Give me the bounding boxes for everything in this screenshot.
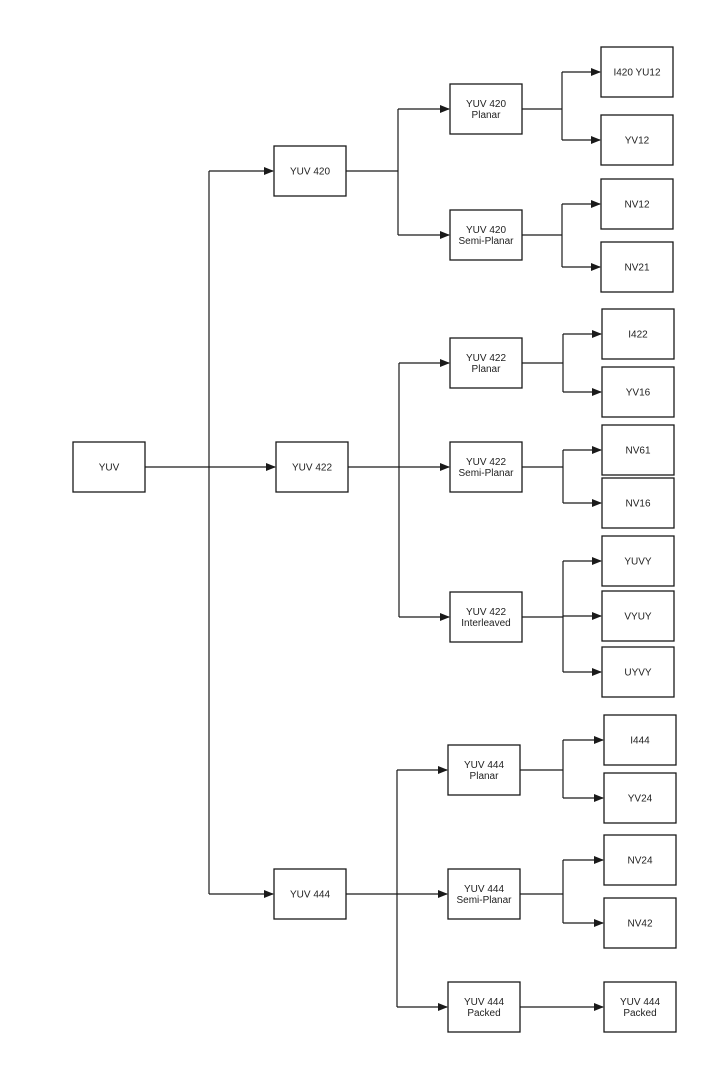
- node-nv24: NV24: [603, 834, 677, 886]
- node-label: YUV 444: [290, 890, 330, 901]
- node-label: Semi-Planar: [458, 468, 514, 479]
- node-yv12: YV12: [600, 114, 674, 166]
- node-label: YUV: [99, 463, 120, 474]
- node-label: YUV 444: [464, 760, 504, 771]
- node-vyuy: VYUY: [601, 590, 675, 642]
- node-label: Planar: [472, 110, 502, 121]
- node-box: [600, 114, 674, 166]
- node-label: NV24: [627, 856, 652, 867]
- node-box: [447, 981, 521, 1033]
- node-label: NV21: [624, 263, 649, 274]
- node-label: YUV 444: [620, 997, 660, 1008]
- node-label: Interleaved: [461, 618, 510, 629]
- node-label: YUV 444: [464, 884, 504, 895]
- node-label: YUV 422: [466, 457, 506, 468]
- node-label: UYVY: [624, 668, 652, 679]
- node-label: YUV 422: [466, 353, 506, 364]
- node-label: YV12: [625, 136, 650, 147]
- node-label: YUV 422: [466, 607, 506, 618]
- node-label: Semi-Planar: [456, 895, 512, 906]
- node-yuv422: YUV 422: [275, 441, 349, 493]
- node-nv42: NV42: [603, 897, 677, 949]
- node-nv21: NV21: [600, 241, 674, 293]
- node-label: Semi-Planar: [458, 236, 514, 247]
- node-label: Packed: [623, 1008, 656, 1019]
- node-nv16: NV16: [601, 477, 675, 529]
- node-label: Planar: [472, 364, 502, 375]
- node-label: YUV 420: [466, 99, 506, 110]
- node-box: [273, 145, 347, 197]
- node-box: [447, 868, 521, 920]
- node-label: YV16: [626, 388, 651, 399]
- node-yv24: YV24: [603, 772, 677, 824]
- node-yuv: YUV: [72, 441, 146, 493]
- node-box: [449, 83, 523, 135]
- node-i444: I444: [603, 714, 677, 766]
- node-label: YUV 420: [466, 225, 506, 236]
- node-yv16: YV16: [601, 366, 675, 418]
- node-label: NV16: [625, 499, 650, 510]
- node-label: Packed: [467, 1008, 500, 1019]
- node-box: [449, 337, 523, 389]
- node-label: YV24: [628, 794, 653, 805]
- node-label: YUV 444: [464, 997, 504, 1008]
- node-box: [447, 744, 521, 796]
- node-box: [603, 772, 677, 824]
- node-box: [449, 209, 523, 261]
- node-label: NV42: [627, 919, 652, 930]
- node-label: Planar: [470, 771, 500, 782]
- node-i422: I422: [601, 308, 675, 360]
- node-uyvy: UYVY: [601, 646, 675, 698]
- node-box: [601, 424, 675, 476]
- node-box: [600, 241, 674, 293]
- node-box: [601, 535, 675, 587]
- node-yuv420: YUV 420: [273, 145, 347, 197]
- node-label: I444: [630, 736, 650, 747]
- node-box: [601, 646, 675, 698]
- node-box: [72, 441, 146, 493]
- node-nv12: NV12: [600, 178, 674, 230]
- node-box: [449, 441, 523, 493]
- node-yuvy: YUVY: [601, 535, 675, 587]
- node-box: [601, 366, 675, 418]
- node-label: I422: [628, 330, 648, 341]
- node-label: YUV 422: [292, 463, 332, 474]
- node-box: [603, 897, 677, 949]
- node-box: [603, 714, 677, 766]
- node-label: YUV 420: [290, 167, 330, 178]
- node-box: [601, 477, 675, 529]
- node-box: [603, 834, 677, 886]
- node-box: [601, 590, 675, 642]
- node-label: NV12: [624, 200, 649, 211]
- connector-layer: [145, 68, 604, 1011]
- node-label: YUVY: [624, 557, 652, 568]
- node-label: VYUY: [624, 612, 652, 623]
- node-box: [601, 308, 675, 360]
- node-box: [600, 178, 674, 230]
- node-i420-yu12: I420 YU12: [600, 46, 674, 98]
- node-box: [603, 981, 677, 1033]
- node-label: NV61: [625, 446, 650, 457]
- node-box: [600, 46, 674, 98]
- node-nv61: NV61: [601, 424, 675, 476]
- node-box: [273, 868, 347, 920]
- node-label: I420 YU12: [613, 68, 661, 79]
- node-yuv444: YUV 444: [273, 868, 347, 920]
- node-box: [275, 441, 349, 493]
- node-box: [449, 591, 523, 643]
